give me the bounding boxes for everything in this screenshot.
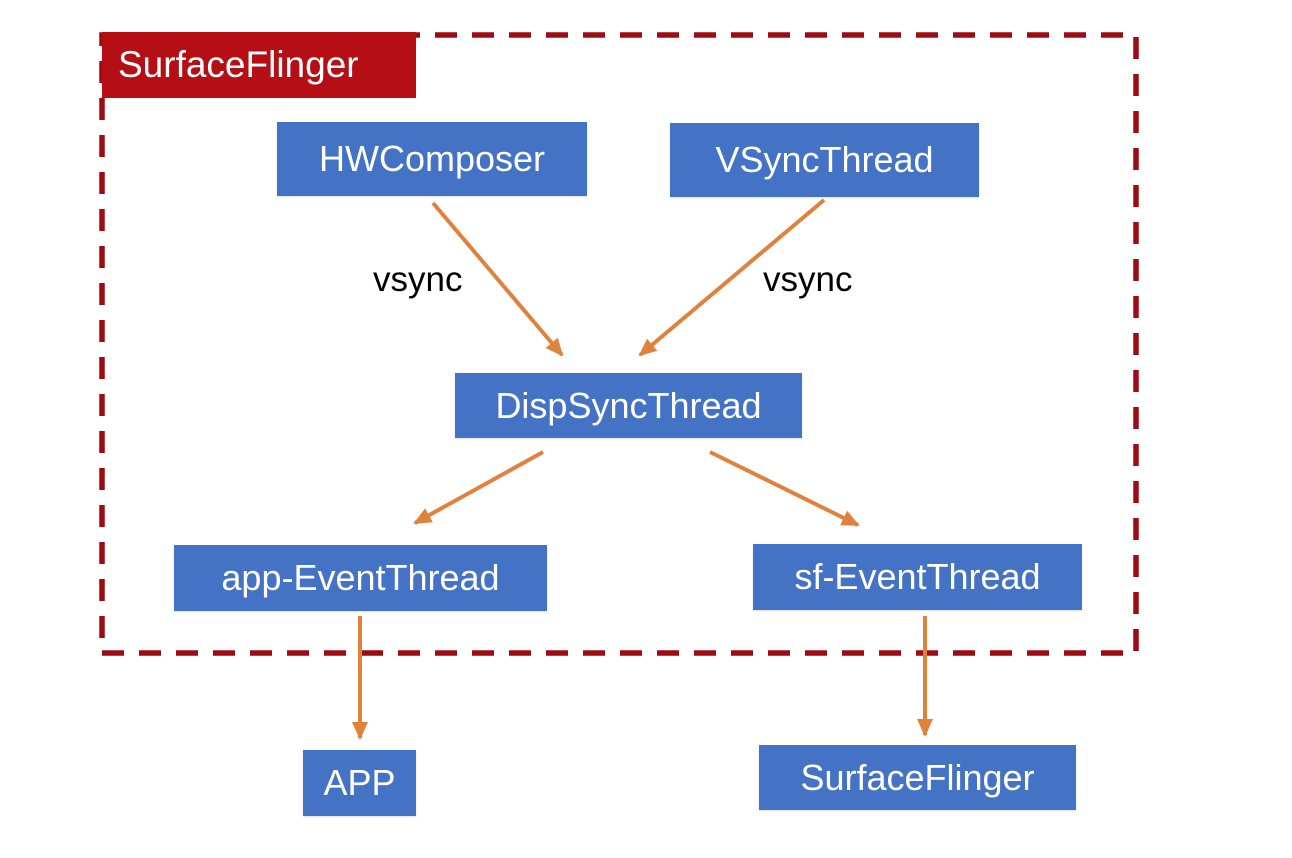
surfaceflinger-boundary-box bbox=[99, 32, 1139, 656]
edge-label-vsync-right: vsync bbox=[763, 260, 853, 299]
arrow-hwcomposer-to-dispsyncthread bbox=[431, 201, 564, 357]
node-dispsyncthread: DispSyncThread bbox=[455, 373, 802, 438]
arrow-dispsyncthread-to-sf-eventthread bbox=[709, 450, 860, 527]
node-hwcomposer: HWComposer bbox=[277, 122, 587, 196]
surfaceflinger-boundary-title: SurfaceFlinger bbox=[102, 32, 416, 98]
node-surfaceflinger-target: SurfaceFlinger bbox=[759, 745, 1076, 810]
node-app: APP bbox=[303, 750, 416, 816]
arrow-vsyncthread-to-dispsyncthread bbox=[638, 198, 826, 357]
node-sf-eventthread: sf-EventThread bbox=[753, 544, 1082, 610]
edge-label-vsync-left: vsync bbox=[373, 260, 463, 299]
node-vsyncthread: VSyncThread bbox=[670, 123, 979, 197]
node-app-eventthread: app-EventThread bbox=[174, 545, 547, 611]
arrow-dispsyncthread-to-app-eventthread bbox=[413, 450, 544, 525]
